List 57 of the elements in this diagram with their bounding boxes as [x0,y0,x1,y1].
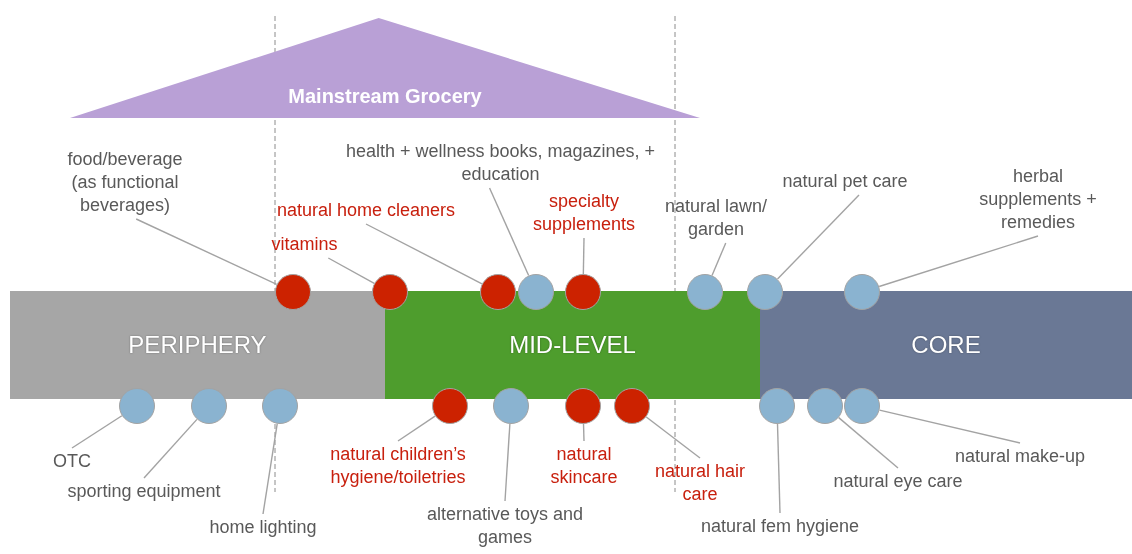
leader-line [711,242,727,277]
category-label: food/beverage (as functional beverages) [55,148,195,217]
category-label: health + wellness books, magazines, + education [318,140,683,186]
category-marker [493,388,529,424]
category-marker [372,274,408,310]
category-label: natural children’s hygiene/toiletries [303,443,493,489]
category-label: alternative toys and games [400,503,610,549]
category-marker [480,274,516,310]
segment-band [385,291,760,399]
segment-band [10,291,385,399]
leader-line [645,416,701,459]
leader-line [878,409,1021,444]
category-label: home lighting [195,516,331,539]
leader-line [504,423,511,502]
band-label: MID-LEVEL [508,331,637,359]
category-label: natural pet care [775,170,915,193]
category-label: natural lawn/ garden [655,195,777,241]
band-label: CORE [910,331,982,359]
leader-line [262,423,278,515]
leader-line [878,235,1039,288]
category-label: specialty supplements [528,190,640,236]
band-label: PERIPHERY [127,331,268,359]
leader-line [838,416,899,469]
leader-line [582,237,585,275]
leader-line [582,423,585,442]
leader-line [143,418,198,479]
leader-line [776,194,860,280]
category-marker [275,274,311,310]
category-marker [565,388,601,424]
category-marker [747,274,783,310]
leader-line [397,415,436,442]
category-marker [844,388,880,424]
category-label: natural eye care [812,470,984,493]
heading-label: Mainstream Grocery [288,85,482,108]
category-marker [614,388,650,424]
category-label: sporting equipment [46,480,242,503]
category-label: natural hair care [650,460,750,506]
category-label: natural home cleaners [252,199,480,222]
category-label: OTC [48,450,96,473]
category-marker [565,274,601,310]
leader-line [71,415,123,449]
leader-line [776,423,781,514]
category-marker [687,274,723,310]
category-marker [262,388,298,424]
segment-band [760,291,1132,399]
category-label: natural skincare [538,443,630,489]
category-label: natural fem hygiene [678,515,882,538]
category-label: natural make-up [934,445,1106,468]
leader-line [365,223,483,285]
leader-line [135,218,278,286]
leader-line [327,257,375,284]
category-marker [518,274,554,310]
leader-line [488,187,530,277]
category-marker [759,388,795,424]
category-marker [844,274,880,310]
category-label: vitamins [262,233,347,256]
category-label: herbal supplements + remedies [978,165,1098,234]
